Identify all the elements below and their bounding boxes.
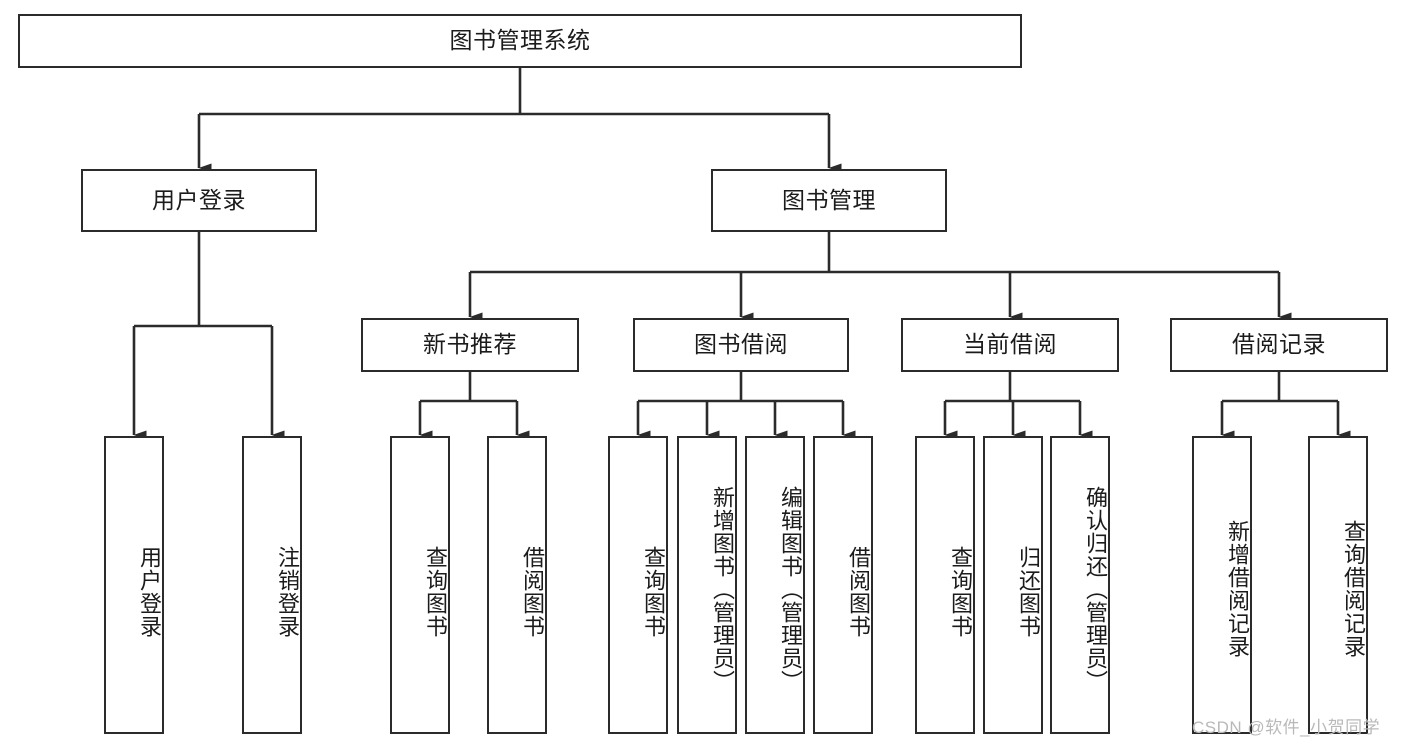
node-leaf09[interactable]: 查询图书 (915, 436, 975, 734)
node-leaf12[interactable]: 新增借阅记录 (1192, 436, 1252, 734)
node-label: 编辑图书（管理员） (778, 485, 803, 693)
node-l2a[interactable]: 新书推荐 (361, 318, 579, 372)
node-label: 借阅图书 (520, 546, 545, 638)
node-l1a[interactable]: 用户登录 (81, 169, 317, 232)
node-leaf04[interactable]: 借阅图书 (487, 436, 547, 734)
node-leaf07[interactable]: 编辑图书（管理员） (745, 436, 805, 734)
node-leaf03[interactable]: 查询图书 (390, 436, 450, 734)
node-label: 新增借阅记录 (1225, 520, 1250, 658)
node-label: 用户登录 (152, 186, 246, 213)
node-label: 图书管理系统 (449, 27, 591, 54)
csdn-watermark: CSDN @软件_小贺同学 (1192, 718, 1381, 737)
node-leaf13[interactable]: 查询借阅记录 (1308, 436, 1368, 734)
node-label: 查询图书 (948, 546, 973, 638)
node-leaf05[interactable]: 查询图书 (608, 436, 668, 734)
node-label: 归还图书 (1016, 546, 1041, 638)
node-leaf06[interactable]: 新增图书（管理员） (677, 436, 737, 734)
node-l2c[interactable]: 当前借阅 (901, 318, 1119, 372)
node-leaf11[interactable]: 确认归还（管理员） (1050, 436, 1110, 734)
node-label: 查询图书 (641, 546, 666, 638)
node-l2d[interactable]: 借阅记录 (1170, 318, 1388, 372)
node-label: 查询图书 (423, 546, 448, 638)
node-root[interactable]: 图书管理系统 (18, 14, 1022, 68)
node-leaf08[interactable]: 借阅图书 (813, 436, 873, 734)
node-label: 查询借阅记录 (1341, 520, 1366, 658)
node-leaf01[interactable]: 用户登录 (104, 436, 164, 734)
node-label: 借阅图书 (846, 546, 871, 638)
node-label: 图书管理 (782, 186, 876, 213)
node-label: 图书借阅 (694, 331, 788, 358)
node-leaf02[interactable]: 注销登录 (242, 436, 302, 734)
node-label: 确认归还（管理员） (1083, 485, 1108, 693)
node-label: 当前借阅 (963, 331, 1057, 358)
node-leaf10[interactable]: 归还图书 (983, 436, 1043, 734)
node-l2b[interactable]: 图书借阅 (633, 318, 849, 372)
node-label: 借阅记录 (1232, 331, 1326, 358)
node-label: 注销登录 (275, 546, 300, 638)
node-label: 用户登录 (137, 546, 162, 638)
node-label: 新增图书（管理员） (710, 485, 735, 693)
node-label: 新书推荐 (423, 331, 517, 358)
node-l1b[interactable]: 图书管理 (711, 169, 947, 232)
